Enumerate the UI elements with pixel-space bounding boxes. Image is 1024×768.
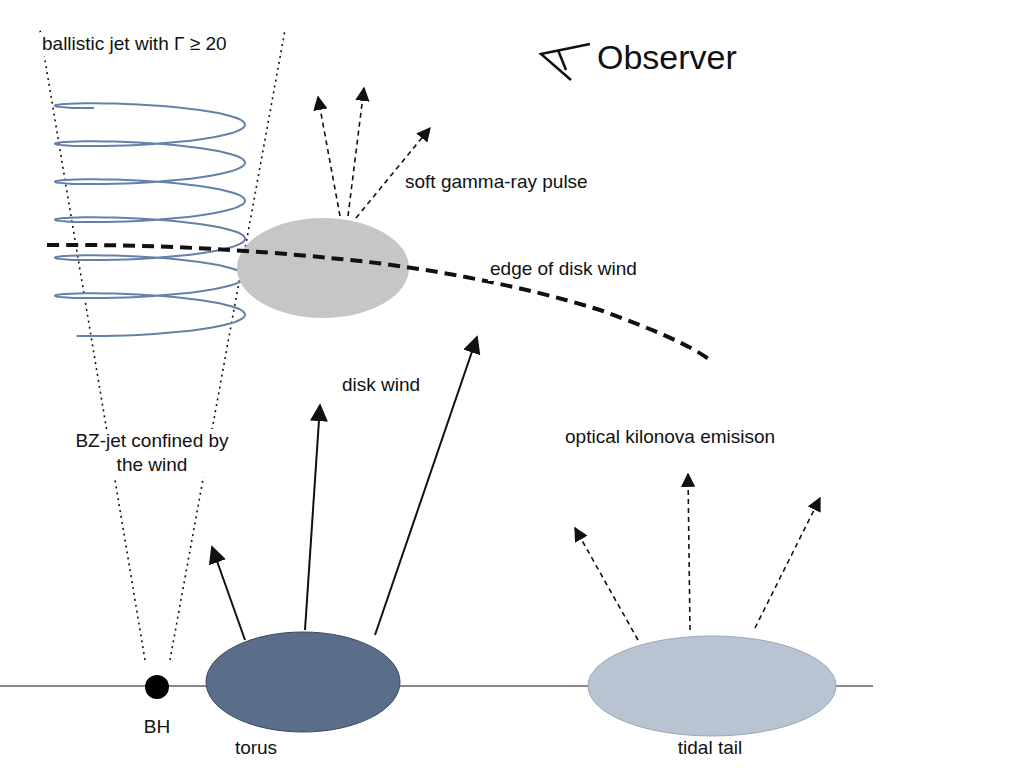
node-label: tidal tail (678, 737, 742, 759)
black-hole-dot: BH (145, 675, 169, 699)
wind-label: disk wind (340, 373, 422, 397)
kilonova-arrows (575, 474, 820, 640)
node-label: BH (144, 716, 170, 738)
jet-helix (55, 103, 245, 336)
node-label: torus (235, 737, 277, 759)
observer-label: Observer (595, 36, 739, 79)
node-shape (145, 675, 169, 699)
node-shape (588, 636, 836, 736)
gamma-label: soft gamma-ray pulse (403, 170, 590, 194)
bz-jet-label: BZ-jet confined by the wind (70, 429, 234, 477)
gamma-arrows (318, 88, 430, 218)
jet-label: ballistic jet with Γ ≥ 20 (40, 32, 229, 56)
jet-boundary (40, 30, 145, 660)
jet-boundary (170, 30, 285, 660)
torus-ellipse: torus (206, 632, 400, 732)
tidal-tail-ellipse: tidal tail (588, 636, 836, 736)
node-outline (588, 636, 836, 736)
observer-eye (541, 44, 590, 80)
helix-coil (55, 103, 245, 336)
node-outline (206, 632, 400, 732)
gamma-ray-blob (237, 218, 409, 318)
wind-edge-label: edge of disk wind (488, 257, 639, 281)
node-shape (206, 632, 400, 732)
node-outline (145, 675, 169, 699)
kilonova-label: optical kilonova emisison (563, 425, 777, 449)
wind-arrows (212, 337, 477, 640)
wind-edge-line (47, 245, 710, 360)
